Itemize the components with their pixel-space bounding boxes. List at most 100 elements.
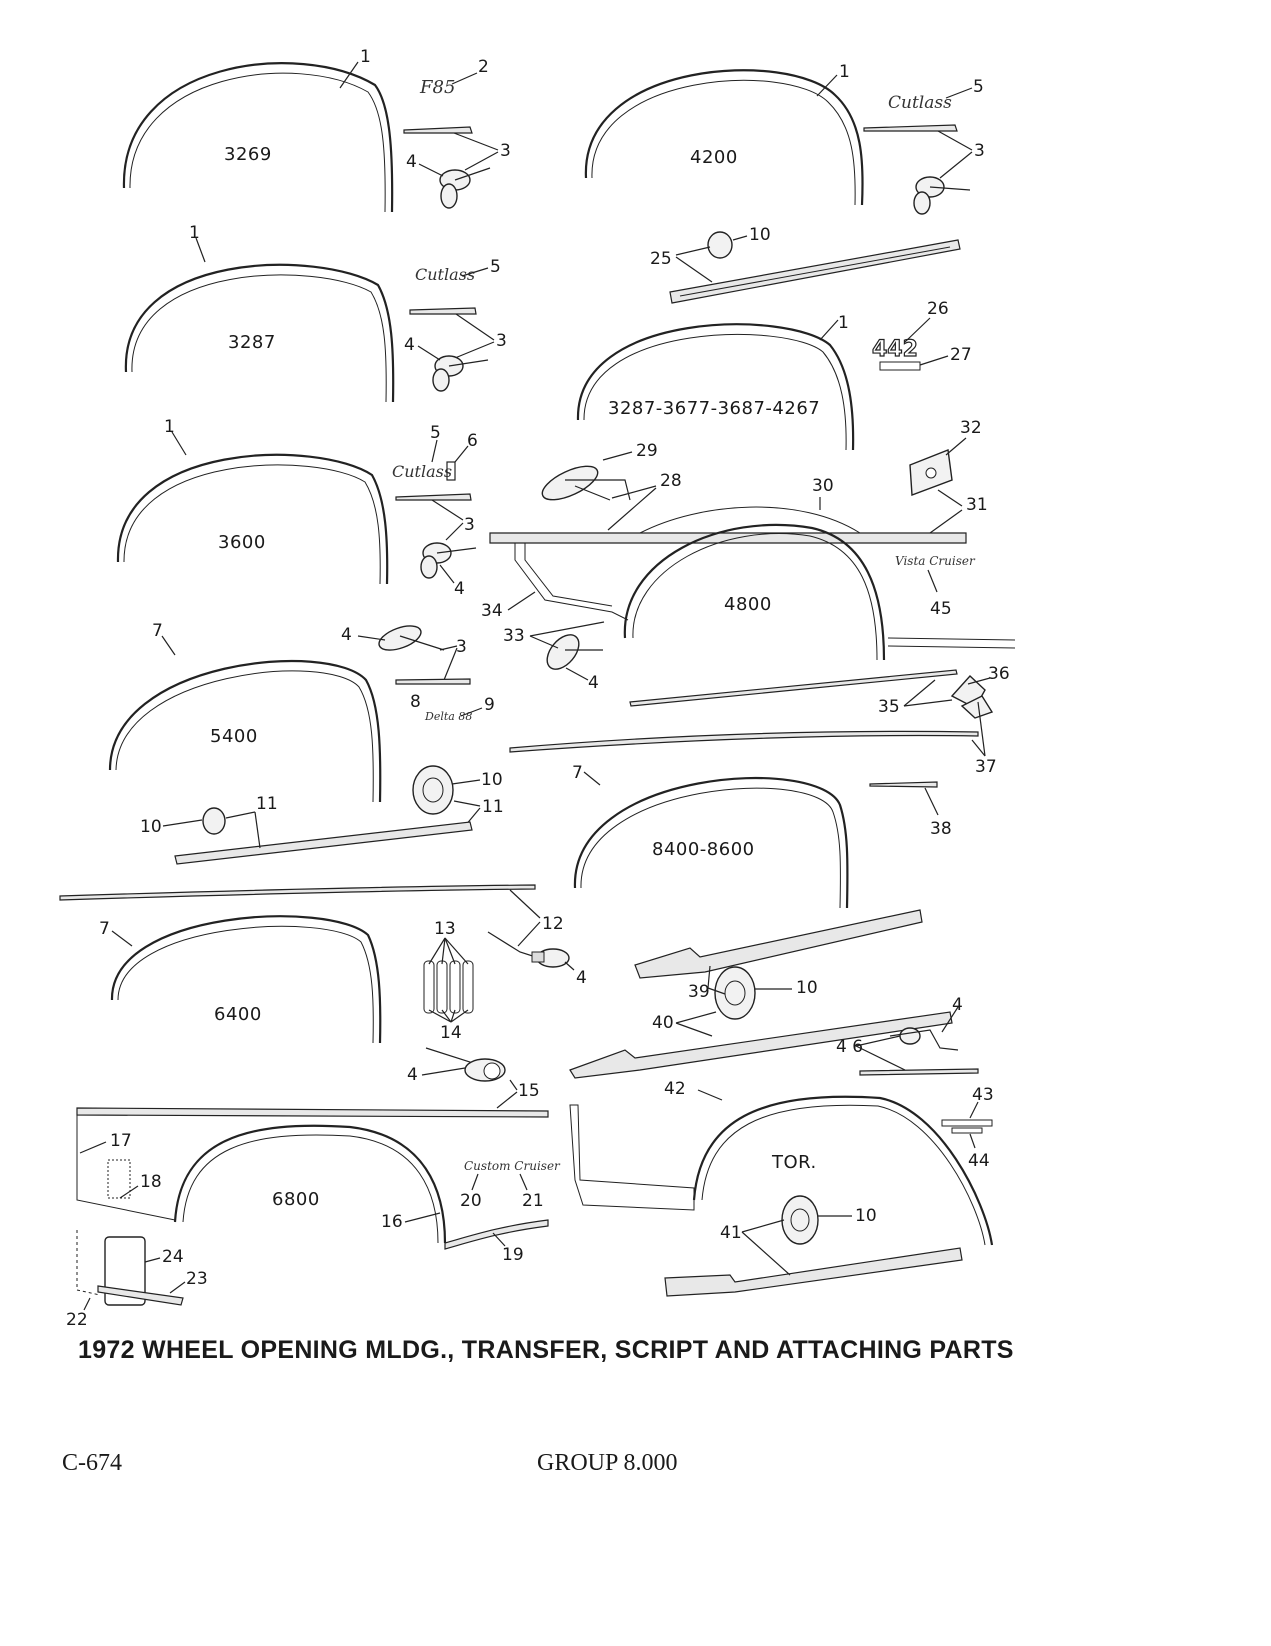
callout-7: 7 bbox=[572, 763, 583, 783]
leader-line bbox=[675, 1022, 713, 1037]
leader-line bbox=[819, 319, 839, 341]
leader-line bbox=[969, 1101, 979, 1119]
clip-fastener bbox=[913, 176, 971, 215]
model-label-8400-8600: 8400-8600 bbox=[652, 839, 755, 860]
ornament-disc bbox=[707, 231, 733, 259]
callout-2: 2 bbox=[478, 57, 489, 77]
callout-3: 3 bbox=[500, 141, 511, 161]
model-label-3287-3677-3687-4267: 3287-3677-3687-4267 bbox=[608, 398, 820, 419]
callout-34: 34 bbox=[481, 601, 503, 621]
callout-39: 39 bbox=[688, 982, 710, 1002]
leader-line bbox=[428, 1009, 452, 1023]
clip-fastener bbox=[425, 1047, 506, 1082]
louver-set bbox=[423, 960, 474, 1014]
wheel-ornament bbox=[781, 1195, 819, 1245]
callout-1: 1 bbox=[360, 47, 371, 67]
svg-text:Delta 88: Delta 88 bbox=[424, 710, 472, 723]
callout-14: 14 bbox=[440, 1023, 462, 1043]
callout-13: 13 bbox=[434, 919, 456, 939]
wheel-ornament bbox=[412, 765, 454, 815]
callout-3: 3 bbox=[456, 637, 467, 657]
leader-line bbox=[903, 699, 953, 707]
spear-molding bbox=[869, 781, 938, 788]
spear-molding bbox=[403, 126, 473, 134]
rocker-panel-strip bbox=[569, 1011, 953, 1079]
leader-line bbox=[904, 317, 931, 343]
quarter-panel-4800 bbox=[489, 506, 1016, 661]
svg-text:442: 442 bbox=[872, 337, 918, 362]
molding-3287-multi bbox=[576, 323, 855, 451]
callout-4: 4 bbox=[952, 995, 963, 1015]
leader-line bbox=[195, 237, 206, 263]
spear-molding bbox=[395, 678, 471, 685]
callout-1: 1 bbox=[164, 417, 175, 437]
leader-line bbox=[519, 1173, 528, 1191]
rocker-panel-strip bbox=[634, 909, 923, 979]
leader-line bbox=[471, 1173, 479, 1191]
leader-line bbox=[439, 645, 458, 651]
leader-line bbox=[675, 256, 713, 283]
callout-10: 10 bbox=[481, 770, 503, 790]
leader-line bbox=[945, 437, 967, 456]
trim-bracket bbox=[909, 449, 953, 496]
leader-line bbox=[225, 811, 256, 819]
leader-line bbox=[937, 130, 973, 151]
callout-20: 20 bbox=[460, 1191, 482, 1211]
delta-88-script: Delta 88 bbox=[424, 710, 472, 723]
leader-line bbox=[903, 679, 936, 707]
leader-line bbox=[583, 771, 601, 786]
leader-line bbox=[507, 591, 536, 611]
leader-line bbox=[439, 564, 455, 584]
rocker-panel-strip bbox=[664, 1247, 963, 1297]
leader-line bbox=[741, 1219, 785, 1233]
callout-1: 1 bbox=[838, 313, 849, 333]
leader-line bbox=[967, 677, 991, 685]
leader-line bbox=[529, 621, 605, 637]
callout-23: 23 bbox=[186, 1269, 208, 1289]
leader-line bbox=[707, 965, 711, 989]
clip-fastener bbox=[487, 931, 570, 968]
leader-line bbox=[675, 1011, 717, 1024]
clip-29-28 bbox=[541, 465, 631, 501]
spear-molding bbox=[409, 307, 477, 315]
callout-29: 29 bbox=[636, 441, 658, 461]
leader-line bbox=[453, 800, 481, 807]
leader-line bbox=[418, 163, 444, 177]
callout-16: 16 bbox=[381, 1212, 403, 1232]
body-side-molding-long bbox=[509, 730, 979, 753]
leader-line bbox=[611, 485, 657, 499]
leader-line bbox=[464, 151, 499, 171]
callout-25: 25 bbox=[650, 249, 672, 269]
leader-line bbox=[441, 937, 446, 965]
callout-4: 4 bbox=[404, 335, 415, 355]
leader-line bbox=[454, 445, 469, 463]
leader-line bbox=[428, 937, 446, 965]
molding-3600 bbox=[116, 453, 389, 585]
wheel-ornament bbox=[714, 966, 756, 1020]
clip-fastener bbox=[432, 355, 489, 392]
callout-5: 5 bbox=[430, 423, 441, 443]
callout-10: 10 bbox=[796, 978, 818, 998]
callout-3: 3 bbox=[496, 331, 507, 351]
svg-text:Cutlass: Cutlass bbox=[415, 265, 475, 284]
leader-line bbox=[529, 635, 559, 649]
clip-fastener bbox=[546, 634, 603, 670]
leader-line bbox=[445, 522, 464, 541]
leader-line bbox=[509, 889, 541, 919]
callout-24: 24 bbox=[162, 1247, 184, 1267]
leader-line bbox=[454, 341, 495, 359]
diagram-caption: 1972 WHEEL OPENING MLDG., TRANSFER, SCRI… bbox=[78, 1336, 1014, 1364]
leader-line bbox=[404, 1212, 441, 1223]
leader-line bbox=[977, 701, 986, 757]
callout-1: 1 bbox=[189, 223, 200, 243]
callout-10: 10 bbox=[855, 1206, 877, 1226]
callout-33: 33 bbox=[503, 626, 525, 646]
cutlass-script-emblem: Cutlass bbox=[888, 93, 952, 113]
callout-36: 36 bbox=[988, 664, 1010, 684]
leader-line bbox=[119, 1185, 139, 1199]
leader-line bbox=[111, 930, 133, 947]
leader-line bbox=[461, 267, 489, 277]
svg-text:Custom Cruiser: Custom Cruiser bbox=[464, 1159, 561, 1173]
leader-line bbox=[855, 1045, 906, 1071]
leader-line bbox=[451, 72, 478, 85]
